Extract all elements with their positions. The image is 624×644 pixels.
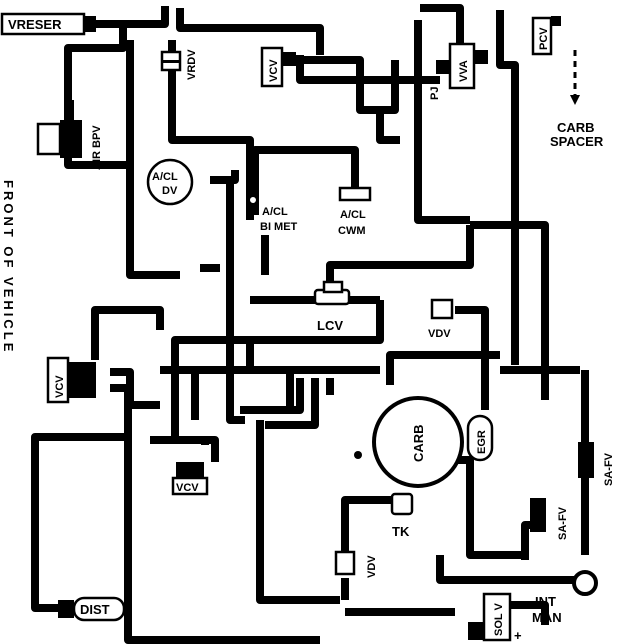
hose-vcv-bottom	[150, 436, 219, 462]
acl-bimet-label-2: BI MET	[260, 221, 298, 233]
pcv-arrowhead	[570, 95, 580, 105]
acl-dv-label-2: DV	[162, 185, 178, 197]
lcv-label: LCV	[317, 318, 343, 333]
acl-cwm-label-2: CWM	[338, 225, 366, 237]
vva-component: VVA PJ	[429, 42, 488, 100]
vdv-mid-label: VDV	[428, 328, 451, 340]
hose-vcv-top-right	[296, 55, 440, 84]
int-man-label-1: INT	[535, 594, 556, 609]
hose-top-main	[64, 24, 127, 100]
sa-fv-lower-label: SA-FV	[557, 506, 569, 540]
vcv-bottom-label: VCV	[176, 482, 199, 494]
air-bpv-component: AIR BPV	[36, 100, 103, 170]
hose-vcv-top-down	[376, 110, 400, 144]
hose-carb-lower	[450, 456, 525, 559]
acl-cwm-component: A/CL CWM	[338, 186, 372, 237]
sa-fv-upper-label: SA-FV	[603, 452, 615, 486]
acl-dv-component: A/CL DV	[146, 158, 194, 206]
pcv-component: PCV	[531, 16, 561, 56]
hose-middle-vert	[226, 180, 245, 424]
tk-label: TK	[392, 524, 410, 539]
vreser-component: VRESER	[0, 12, 96, 36]
hose-vrdv-down	[168, 40, 254, 220]
pj-label: PJ	[429, 87, 441, 100]
hose-top-vreser	[95, 6, 169, 28]
hose-top-run	[176, 8, 324, 55]
vrdv-label: VRDV	[186, 49, 198, 80]
vacuum-hoses	[31, 4, 589, 644]
front-of-vehicle-label: FRONT OF VEHICLE	[1, 180, 16, 354]
hose-mid-3	[171, 336, 190, 440]
hose-vcv-bottom-down	[256, 420, 340, 604]
carb-spacer-label-2: SPACER	[550, 134, 604, 149]
hose-vva-right	[496, 10, 519, 365]
hose-cluster-b	[240, 378, 304, 414]
hose-left-spine	[126, 40, 180, 279]
egr-component: EGR	[466, 414, 494, 462]
sol-v-plus: +	[514, 628, 522, 643]
hose-pj-down	[414, 20, 470, 224]
hose-cluster-left	[160, 366, 294, 410]
egr-label: EGR	[476, 430, 488, 454]
int-man-label-2: MAN	[532, 610, 562, 625]
hose-sol-right	[510, 601, 549, 625]
int-man-component: INT MAN	[532, 570, 598, 625]
dist-label: DIST	[80, 602, 110, 617]
hose-lcv-vdv	[230, 300, 384, 344]
sol-v-component: SOL V +	[468, 592, 522, 643]
vreser-label: VRESER	[8, 17, 62, 32]
vdv-low-label: VDV	[366, 555, 378, 578]
acl-dv-label-1: A/CL	[152, 171, 178, 183]
carb-spacer-label-1: CARB	[557, 120, 595, 135]
vcv-top-component: VCV	[260, 46, 296, 88]
vva-label: VVA	[458, 60, 470, 82]
hose-cross-right	[470, 221, 549, 400]
hose-tk	[341, 496, 395, 555]
vrdv-component: VRDV	[160, 49, 198, 80]
lcv-component: LCV	[313, 280, 351, 333]
carb-component: CARB	[354, 396, 464, 488]
sa-fv-upper-component: SA-FV	[578, 442, 615, 486]
hose-cluster-top	[175, 336, 380, 374]
hose-cluster-c	[265, 378, 319, 429]
hose-vcv-left-dist	[110, 384, 320, 644]
hose-int-man	[436, 555, 580, 584]
hose-vdv-right	[455, 306, 489, 410]
tk-component: TK	[390, 492, 414, 539]
sol-v-label: SOL V	[493, 603, 505, 636]
vdv-mid-component: VDV	[428, 298, 454, 340]
vcv-top-label: VCV	[268, 59, 280, 82]
carb-label: CARB	[411, 424, 426, 462]
air-bpv-label: AIR BPV	[91, 125, 103, 170]
vcv-left-component: VCV	[46, 356, 96, 404]
pcv-label: PCV	[538, 27, 550, 50]
vcv-left-label: VCV	[54, 375, 66, 398]
acl-bimet-component: A/CL BI MET	[248, 195, 298, 233]
hose-acl-cwm	[251, 146, 359, 215]
hose-carb-top	[386, 351, 500, 385]
sa-fv-lower-component: SA-FV	[530, 498, 569, 540]
vdv-low-component: VDV	[334, 550, 378, 578]
acl-cwm-label-1: A/CL	[340, 209, 366, 221]
hose-dist-loop	[31, 433, 125, 612]
hose-vcv-left-up	[91, 306, 164, 360]
hose-vva-left	[290, 56, 399, 114]
vcv-bottom-component: VCV	[171, 462, 209, 496]
hose-acl-dv	[210, 170, 239, 184]
acl-bimet-label-1: A/CL	[262, 206, 288, 218]
dist-component: DIST	[58, 596, 126, 622]
